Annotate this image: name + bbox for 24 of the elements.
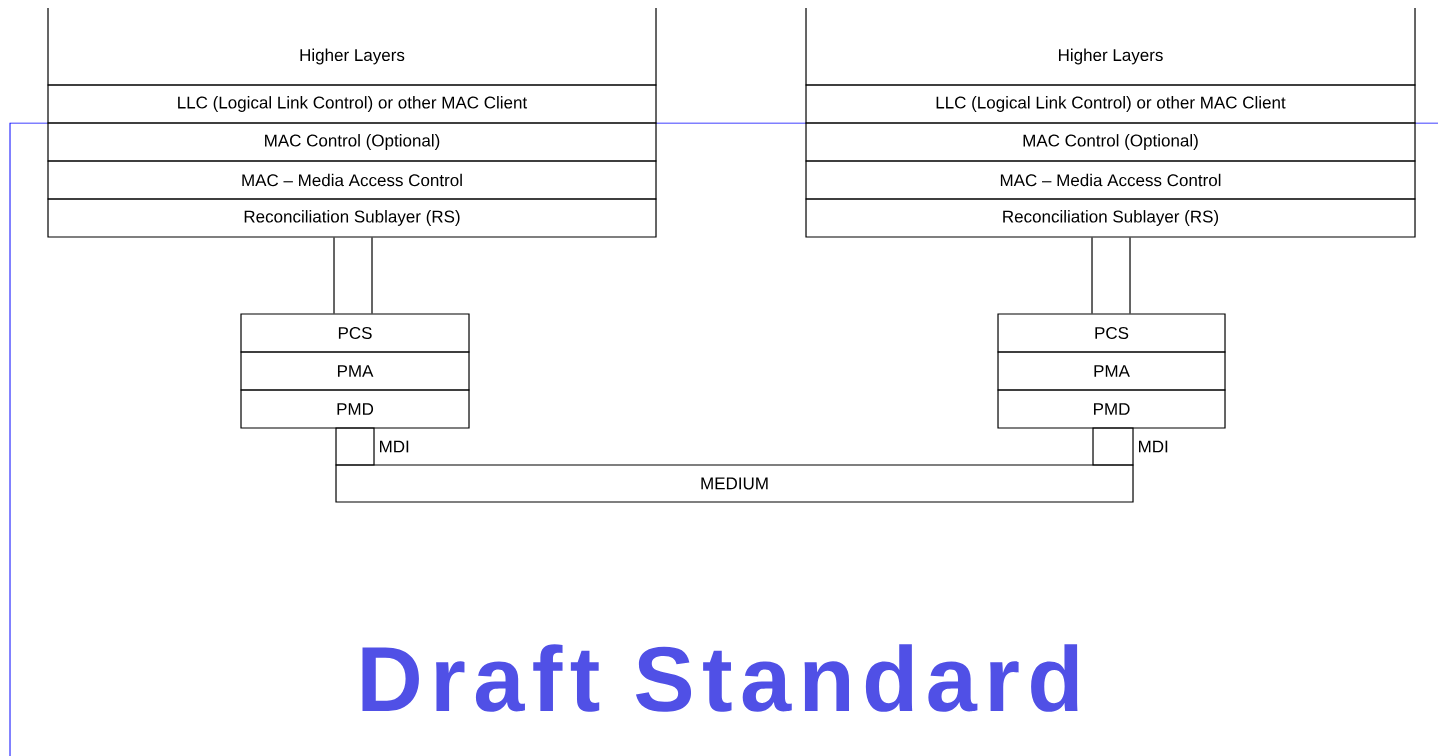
layer-box: MAC Control (Optional) — [47, 122, 657, 162]
interface-lines — [333, 237, 373, 314]
layer-box: LLC (Logical Link Control) or other MAC Client — [47, 84, 657, 124]
layer-box: PMD — [240, 389, 470, 429]
layer-box: PCS — [997, 313, 1226, 353]
interface-label: MDI — [1139, 440, 1168, 453]
layer-box: MAC – Media Access Control — [47, 160, 657, 200]
layer-box: Higher Layers — [805, 7, 1416, 86]
interface-label: MDI — [380, 440, 409, 453]
layer-box: MAC – Media Access Control — [805, 160, 1416, 200]
stamp-text: Draft Standard — [362, 644, 1078, 712]
layer-box: MAC Control (Optional) — [805, 122, 1416, 162]
interface-box — [335, 427, 375, 466]
layer-box: Reconciliation Sublayer (RS) — [805, 198, 1416, 238]
layer-box: Higher Layers — [47, 7, 657, 86]
layer-box: PCS — [240, 313, 470, 353]
layer-box: MEDIUM — [335, 464, 1134, 503]
layer-box: PMA — [997, 351, 1226, 391]
interface-lines — [1091, 237, 1131, 314]
interface-box — [1092, 427, 1134, 466]
layer-box: PMD — [997, 389, 1226, 429]
layer-box: LLC (Logical Link Control) or other MAC Client — [805, 84, 1416, 124]
layer-box: PMA — [240, 351, 470, 391]
layer-box: Reconciliation Sublayer (RS) — [47, 198, 657, 238]
